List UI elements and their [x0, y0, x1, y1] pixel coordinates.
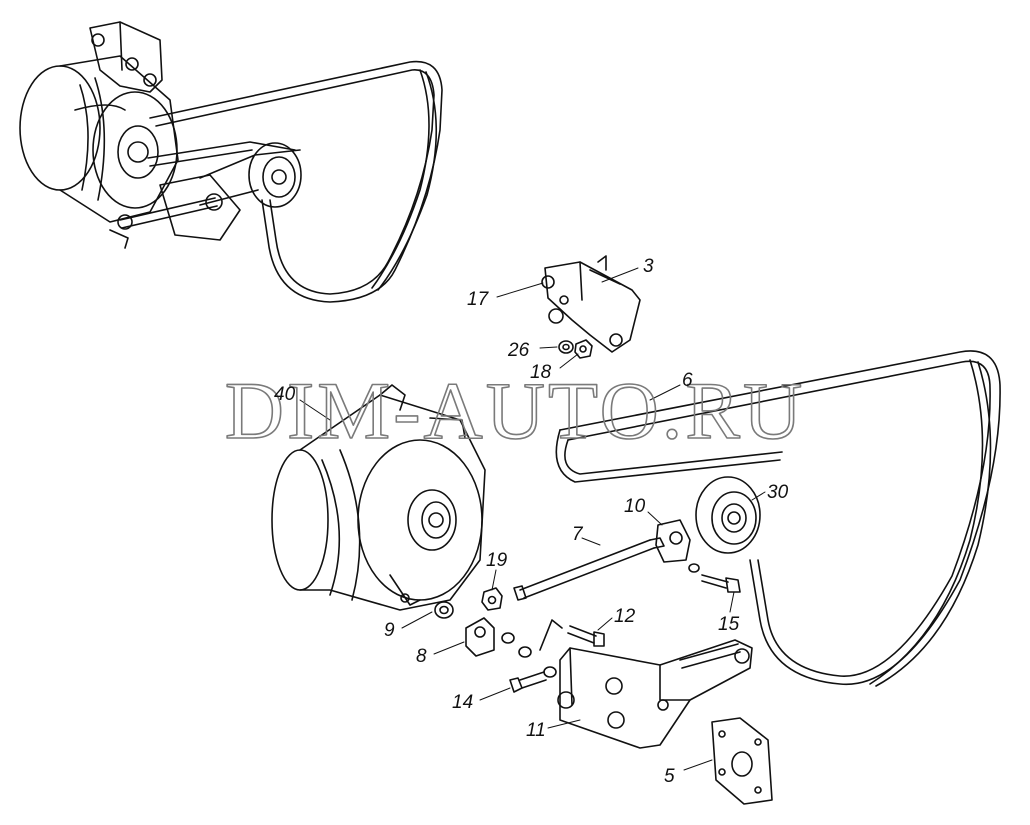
part-9-washer — [434, 601, 454, 619]
callout-12: 12 — [614, 606, 636, 627]
leader-lines — [299, 267, 766, 771]
exploded-view — [271, 255, 1001, 805]
callout-18: 18 — [530, 362, 552, 383]
small-washers — [501, 619, 563, 678]
part-10-eye — [655, 519, 691, 563]
callout-5: 5 — [664, 766, 675, 787]
assembled-view — [19, 21, 443, 303]
callout-26: 26 — [507, 340, 530, 361]
part-40-alternator — [271, 384, 486, 611]
callout-6: 6 — [682, 370, 693, 391]
part-14-bolt — [509, 671, 547, 693]
callout-15: 15 — [718, 614, 740, 635]
callout-17: 17 — [467, 289, 490, 310]
part-11-lower-bracket — [557, 639, 753, 749]
callout-14: 14 — [452, 692, 473, 713]
part-5-gasket — [711, 717, 773, 805]
part-26-washer — [558, 340, 574, 354]
part-30-tensioner-pulley — [695, 476, 761, 554]
callout-8: 8 — [416, 646, 427, 667]
part-3-upper-bracket — [541, 255, 641, 353]
callout-7: 7 — [572, 524, 584, 545]
callout-9: 9 — [384, 620, 395, 641]
part-7-rod — [513, 537, 665, 601]
assembled-top-bracket — [89, 21, 163, 93]
callout-19: 19 — [486, 550, 508, 571]
part-6-belt — [555, 350, 1001, 687]
callout-30: 30 — [767, 482, 789, 503]
part-15-bolt — [688, 563, 741, 593]
assembled-lower-bracket — [109, 174, 241, 249]
part-18-nut — [574, 339, 593, 359]
part-8-clamp — [465, 617, 495, 657]
callout-3: 3 — [643, 256, 654, 277]
part-19-nut — [481, 587, 503, 611]
callout-40: 40 — [274, 384, 296, 405]
assembled-alternator — [19, 55, 179, 223]
part-12-bolt — [567, 625, 605, 647]
callout-labels: 3 17 26 18 6 40 30 10 7 19 12 9 8 15 14 … — [274, 256, 789, 787]
assembled-belt — [147, 60, 443, 303]
callout-11: 11 — [526, 720, 546, 741]
watermark-text: DIM-AUTO.RU — [225, 365, 805, 456]
callout-10: 10 — [624, 496, 646, 517]
